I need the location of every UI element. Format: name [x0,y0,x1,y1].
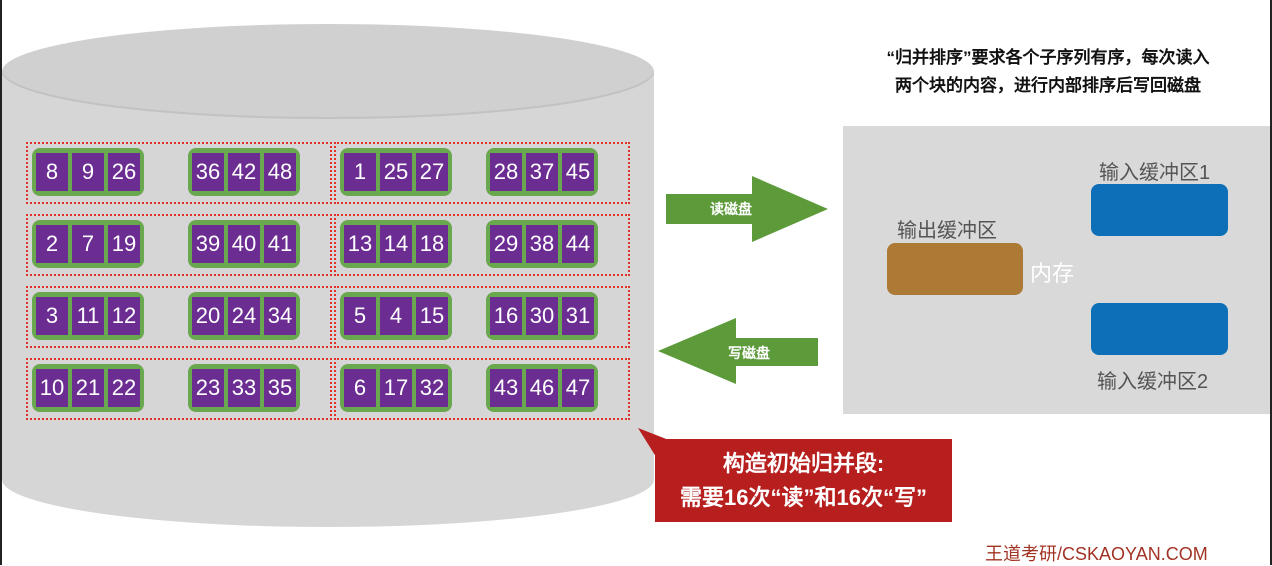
output-buffer-label: 输出缓冲区 [897,220,997,242]
record-cell: 42 [228,153,260,191]
note-line-1: “归并排序”要求各个子序列有序，每次读入 [886,48,1210,67]
record-cell: 46 [526,369,558,407]
record-cell: 16 [490,297,522,335]
record-cell: 19 [108,225,140,263]
record-cell: 17 [380,369,412,407]
callout-line-2: 需要16次“读”和16次“写” [680,485,927,510]
run-segment-outline [334,142,630,204]
record-cell: 37 [526,153,558,191]
record-cell: 36 [192,153,224,191]
record-cell: 2 [36,225,68,263]
record-cell: 26 [108,153,140,191]
input-buffer-1-label: 输入缓冲区1 [1099,162,1211,184]
run-segment-outline [334,286,630,348]
record-cell: 32 [416,369,448,407]
run-segment-outline [334,214,630,276]
record-cell: 23 [192,369,224,407]
record-cell: 21 [72,369,104,407]
left-frame-line [0,0,2,565]
input-buffer-2-label: 输入缓冲区2 [1097,371,1209,393]
read-disk-label: 读磁盘 [710,201,752,217]
output-buffer [887,243,1023,295]
record-cell: 34 [264,297,296,335]
run-segment-outline [26,214,332,276]
record-cell: 25 [380,153,412,191]
merge-sort-note: “归并排序”要求各个子序列有序，每次读入 两个块的内容，进行内部排序后写回磁盘 [848,44,1248,100]
record-cell: 18 [416,225,448,263]
run-segment-outline [26,142,332,204]
record-cell: 10 [36,369,68,407]
record-cell: 45 [562,153,594,191]
record-cell: 22 [108,369,140,407]
run-segment-outline [26,286,332,348]
record-cell: 24 [228,297,260,335]
write-disk-arrow [658,318,818,384]
record-cell: 14 [380,225,412,263]
record-cell: 29 [490,225,522,263]
record-cell: 3 [36,297,68,335]
record-cell: 40 [228,225,260,263]
record-cell: 39 [192,225,224,263]
record-cell: 20 [192,297,224,335]
input-buffer-2 [1091,303,1228,355]
initial-runs-callout: 构造初始归并段: 需要16次“读”和16次“写” [655,439,952,522]
callout-line-1: 构造初始归并段: [722,451,885,476]
record-cell: 12 [108,297,140,335]
record-cell: 43 [490,369,522,407]
record-cell: 27 [416,153,448,191]
input-buffer-1 [1091,184,1228,236]
run-segment-outline [334,358,630,420]
record-cell: 11 [72,297,104,335]
record-cell: 44 [562,225,594,263]
disk-top [2,24,654,119]
read-disk-arrow [666,176,828,242]
record-cell: 38 [526,225,558,263]
record-cell: 5 [344,297,376,335]
record-cell: 9 [72,153,104,191]
run-segment-outline [26,358,332,420]
record-cell: 47 [562,369,594,407]
note-line-2: 两个块的内容，进行内部排序后写回磁盘 [895,76,1201,95]
record-cell: 35 [264,369,296,407]
record-cell: 6 [344,369,376,407]
record-cell: 33 [228,369,260,407]
record-cell: 41 [264,225,296,263]
brand-footer: 王道考研/CSKAOYAN.COM [985,544,1208,564]
record-cell: 1 [344,153,376,191]
record-cell: 28 [490,153,522,191]
record-cell: 13 [344,225,376,263]
record-cell: 7 [72,225,104,263]
record-cell: 15 [416,297,448,335]
record-cell: 48 [264,153,296,191]
memory-label: 内存 [1030,261,1075,286]
record-cell: 31 [562,297,594,335]
record-cell: 30 [526,297,558,335]
record-cell: 4 [380,297,412,335]
write-disk-label: 写磁盘 [728,345,770,361]
right-frame-line [1270,0,1272,565]
record-cell: 8 [36,153,68,191]
